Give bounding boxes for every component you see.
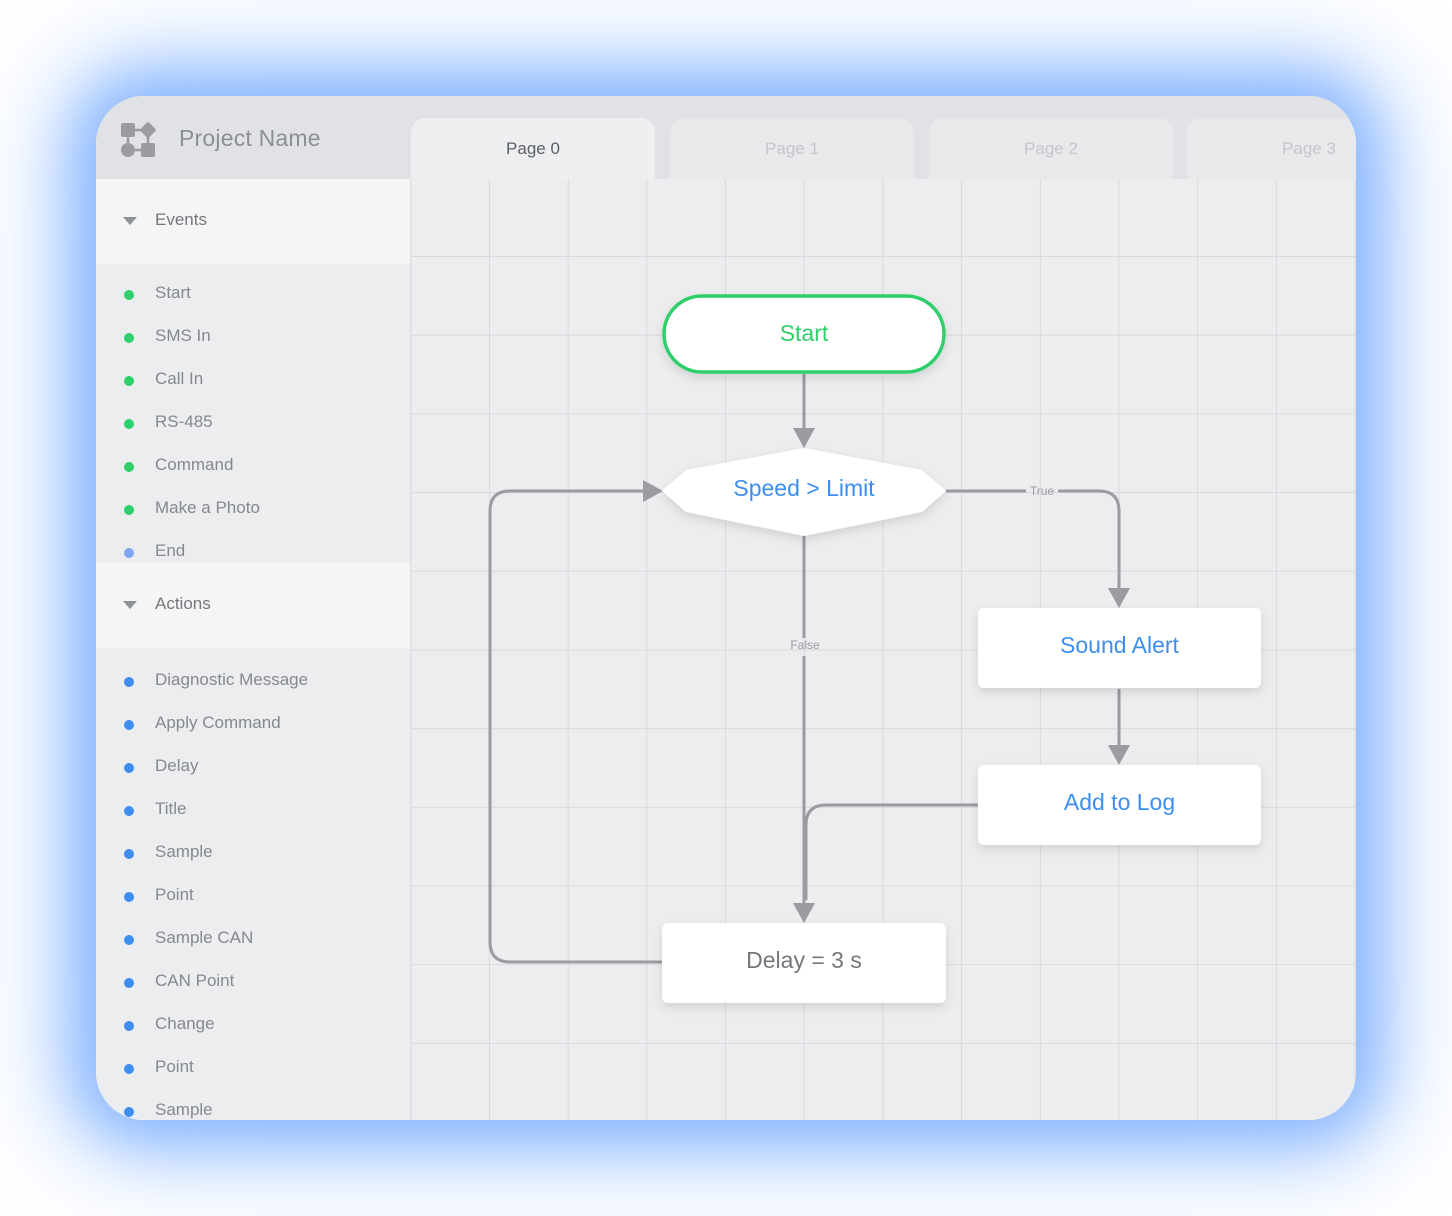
sidebar-item-label: CAN Point — [155, 971, 235, 990]
sidebar-item-title[interactable]: Title — [96, 795, 410, 825]
status-dot-icon — [124, 462, 134, 472]
status-dot-icon — [124, 849, 134, 859]
sidebar-item-label: Title — [155, 799, 187, 818]
sidebar-item-label: Sample CAN — [155, 928, 254, 947]
true-branch-label: True — [1029, 484, 1055, 498]
sidebar-item-label: Sample — [155, 1100, 213, 1119]
sidebar-item-label: End — [155, 541, 186, 560]
sidebar-item-sms-in[interactable]: SMS In — [96, 322, 410, 352]
status-dot-icon — [124, 1064, 134, 1074]
sidebar-item-label: RS-485 — [155, 412, 213, 431]
sidebar-item-label: Make a Photo — [155, 498, 260, 517]
status-dot-icon — [124, 763, 134, 773]
sidebar-item-sample[interactable]: Sample — [96, 838, 410, 868]
sidebar-item-delay[interactable]: Delay — [96, 752, 410, 782]
status-dot-icon — [124, 548, 134, 558]
sidebar-item-apply-command[interactable]: Apply Command — [96, 709, 410, 739]
status-dot-icon — [124, 935, 134, 945]
actions-section-title: Actions — [155, 594, 211, 613]
sidebar-item-label: Command — [155, 455, 234, 474]
sidebar-item-label: SMS In — [155, 326, 211, 345]
sidebar-item-diagnostic-message[interactable]: Diagnostic Message — [96, 666, 410, 696]
sidebar-item-label: Apply Command — [155, 713, 281, 732]
actions-section-header[interactable]: Actions — [96, 563, 410, 648]
tab-page-3[interactable]: Page 3 — [1187, 118, 1356, 179]
sidebar-item-command[interactable]: Command — [96, 451, 410, 481]
sidebar-item-start[interactable]: Start — [96, 279, 410, 309]
sidebar-item-point[interactable]: Point — [96, 881, 410, 911]
sidebar-item-label: Sample — [155, 842, 213, 861]
sidebar-item-change[interactable]: Change — [96, 1010, 410, 1040]
sound-alert-node-label: Sound Alert — [1060, 632, 1179, 658]
status-dot-icon — [124, 720, 134, 730]
sidebar-item-label: Change — [155, 1014, 215, 1033]
status-dot-icon — [124, 376, 134, 386]
status-dot-icon — [124, 333, 134, 343]
sidebar-item-point[interactable]: Point — [96, 1053, 410, 1083]
status-dot-icon — [124, 290, 134, 300]
status-dot-icon — [124, 892, 134, 902]
events-section-title: Events — [155, 210, 207, 229]
status-dot-icon — [124, 1021, 134, 1031]
status-dot-icon — [124, 1107, 134, 1117]
status-dot-icon — [124, 978, 134, 988]
status-dot-icon — [124, 806, 134, 816]
status-dot-icon — [124, 505, 134, 515]
condition-node-label: Speed > Limit — [733, 475, 875, 501]
tab-page-1[interactable]: Page 1 — [670, 118, 914, 179]
status-dot-icon — [124, 677, 134, 687]
sidebar-item-sample[interactable]: Sample — [96, 1096, 410, 1120]
tab-page-0[interactable]: Page 0 — [411, 118, 655, 179]
tab-page-2[interactable]: Page 2 — [929, 118, 1173, 179]
sidebar-item-label: Delay — [155, 756, 199, 775]
sidebar-item-label: Point — [155, 1057, 194, 1076]
sidebar-item-rs-485[interactable]: RS-485 — [96, 408, 410, 438]
sidebar-item-make-a-photo[interactable]: Make a Photo — [96, 494, 410, 524]
top-bar: Project Name Page 0 Page 1 Page 2 Page 3 — [96, 96, 1356, 179]
caret-down-icon — [123, 601, 137, 609]
events-section-header[interactable]: Events — [96, 179, 410, 264]
sidebar-item-label: Diagnostic Message — [155, 670, 309, 689]
sidebar-item-sample-can[interactable]: Sample CAN — [96, 924, 410, 954]
project-name[interactable]: Project Name — [179, 125, 321, 151]
sidebar-item-label: Point — [155, 885, 194, 904]
add-to-log-node-label: Add to Log — [1063, 789, 1176, 815]
sidebar-item-label: Start — [155, 283, 191, 302]
sidebar-item-can-point[interactable]: CAN Point — [96, 967, 410, 997]
sidebar-item-end[interactable]: End — [96, 537, 410, 567]
false-branch-label: False — [790, 638, 820, 652]
start-node-label: Start — [779, 320, 829, 346]
caret-down-icon — [123, 217, 137, 225]
status-dot-icon — [124, 419, 134, 429]
delay-node-label: Delay = 3 s — [746, 947, 862, 973]
app-logo-icon — [121, 122, 156, 157]
sidebar-item-call-in[interactable]: Call In — [96, 365, 410, 395]
sidebar-item-label: Call In — [155, 369, 204, 388]
